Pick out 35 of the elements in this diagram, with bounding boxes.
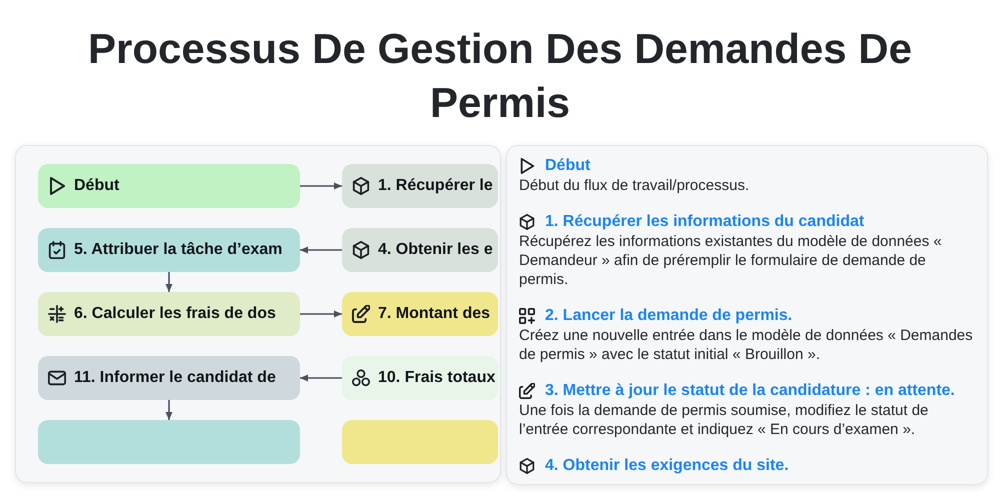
process-box [38, 164, 300, 208]
process-box [38, 292, 300, 336]
process-box [38, 420, 300, 464]
step-label: 6. Calculer les frais de dos [74, 305, 276, 323]
step-description: Une fois la demande de permis soumise, modifiez le statut de l’entrée correspondante et indiquez « En cours d’examen ». [519, 401, 930, 439]
process-box [342, 356, 498, 400]
process-box [342, 420, 498, 464]
step-description: Créez une nouvelle entrée dans le modèle de données « Demandes de permis » avec le statut initial « Brouillon ». [519, 326, 974, 364]
arrow [300, 310, 342, 318]
step-label: 1. Récupérer le [378, 177, 493, 195]
process-box [38, 228, 300, 272]
process-box [342, 164, 498, 208]
step-label: 7. Montant des [378, 305, 490, 323]
arrow [166, 400, 172, 420]
arrow [300, 374, 342, 382]
step-label: 5. Attribuer la tâche d’exam [74, 241, 282, 259]
step-heading: Début [545, 156, 590, 176]
arrow [300, 182, 342, 190]
step-heading: 3. Mettre à jour le statut de la candidature : en attente. [545, 381, 955, 401]
details-panel [506, 145, 988, 485]
step-heading: 1. Récupérer les informations du candidat [545, 212, 864, 232]
step-description: Début du flux de travail/processus. [519, 176, 750, 195]
step-description: Récupérez les informations existantes du modèle de données « Demandeur » afin de préremplir le formulaire de demande de permis. [519, 232, 943, 289]
process-box [342, 228, 498, 272]
step-label: 4. Obtenir les e [378, 241, 493, 259]
step-heading: 4. Obtenir les exigences du site. [545, 456, 789, 476]
step-label: 11. Informer le candidat de [74, 369, 276, 387]
process-box [38, 356, 300, 400]
step-label: Début [74, 177, 120, 195]
page-title: Processus De Gestion Des Demandes De Permis [86, 24, 913, 128]
arrow [166, 272, 172, 292]
step-heading: 2. Lancer la demande de permis. [545, 306, 792, 326]
arrow [300, 246, 342, 254]
process-box [342, 292, 498, 336]
step-label: 10. Frais totaux [378, 369, 496, 387]
